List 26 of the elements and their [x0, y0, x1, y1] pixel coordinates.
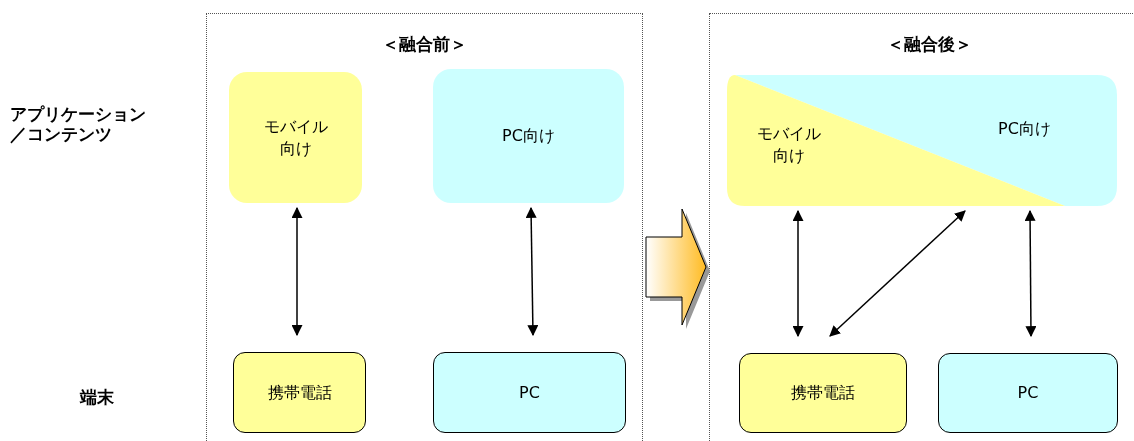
panel-heading: ＜融合前＞ [381, 33, 468, 56]
node-label: PC [518, 381, 541, 404]
rounded-box [233, 352, 366, 433]
panel-heading: ＜融合後＞ [885, 33, 973, 56]
node-label: PC [1016, 382, 1040, 404]
rounded-box [938, 353, 1118, 433]
double-arrow [525, 206, 539, 337]
node-label: 携帯電話 [790, 382, 856, 404]
row-label: 端末 [80, 386, 114, 409]
node-label: 携帯電話 [266, 381, 333, 404]
node-label: PC向け [998, 118, 1051, 140]
double-arrow [1024, 209, 1037, 338]
double-arrow [291, 206, 303, 337]
double-arrow [829, 210, 966, 337]
node-label: モバイル向け [756, 123, 822, 167]
double-arrow [792, 209, 804, 338]
block-arrow [645, 208, 710, 329]
row-label: アプリケーション／コンテンツ [10, 104, 147, 144]
rounded-box [229, 72, 362, 203]
dotted-panel [206, 13, 643, 441]
rounded-box [739, 353, 907, 433]
rounded-box [433, 69, 624, 203]
node-label: PC向け [501, 125, 556, 147]
dotted-panel [709, 13, 1134, 441]
node-label: モバイル向け [262, 115, 329, 160]
rounded-box [433, 352, 626, 433]
